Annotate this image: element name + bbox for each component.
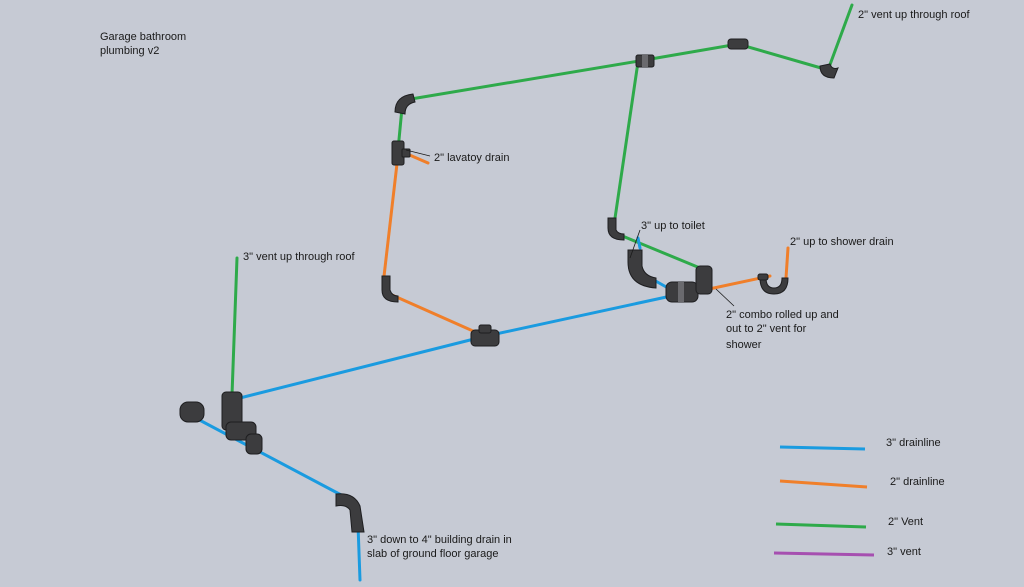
drain-pipe-main-upper	[230, 291, 687, 402]
label-combo-line-1: 2" combo rolled up and	[726, 309, 839, 321]
label-combo-line-2: out to 2" vent for	[726, 323, 807, 335]
leader-line	[405, 149, 431, 157]
legend-label-2in-drainline: 2" drainline	[890, 476, 945, 488]
fittings	[179, 38, 839, 533]
drain-2in-pipes	[381, 148, 790, 337]
label-lavatory-drain: 2" lavatoy drain	[434, 152, 509, 164]
coupling-fitting	[727, 38, 749, 50]
coupling-fitting	[179, 401, 205, 423]
closet-bend-fitting	[627, 249, 657, 289]
label-2in-vent-roof: 2" vent up through roof	[858, 9, 970, 21]
wye-fitting	[221, 391, 257, 441]
elbow-fitting	[607, 217, 625, 241]
legend-label-3in-drainline: 3" drainline	[886, 437, 941, 449]
drain-pipe-building-drain	[356, 523, 362, 582]
sanitary-tee-fitting	[391, 140, 411, 166]
drain-pipe-main-lower	[188, 413, 347, 499]
vent-2in-pipes	[230, 3, 854, 397]
label-combo: 2" combo rolled up and out to 2" vent fo…	[726, 309, 842, 351]
label-shower-drain: 2" up to shower drain	[790, 236, 894, 248]
label-building-drain-line-1: 3" down to 4" building drain in	[367, 534, 512, 546]
leader-line	[715, 288, 735, 307]
label-combo-line-3: shower	[726, 339, 762, 351]
legend-swatch-2in-vent	[775, 522, 867, 529]
legend-swatch-2in-drainline	[779, 479, 868, 489]
drain-pipe-lav-down	[381, 153, 400, 287]
legend: 3" drainline 2" drainline 2" Vent 3" ven…	[773, 437, 945, 558]
label-building-drain-line-2: slab of ground floor garage	[367, 548, 498, 560]
vent-pipe-toilet-to-combo	[618, 233, 702, 270]
wye-fitting	[695, 265, 713, 295]
drain-3in-pipes	[188, 236, 687, 582]
drain-pipe-lav-to-main	[390, 293, 484, 337]
legend-swatch-3in-drainline	[779, 445, 866, 451]
elbow-fitting	[335, 493, 365, 533]
legend-label-2in-vent: 2" Vent	[888, 516, 923, 528]
drain-pipe-shower-riser	[784, 246, 790, 280]
legend-item-2in-drainline: 2" drainline	[779, 476, 945, 489]
coupling-fitting	[245, 433, 263, 455]
vent-pipe-roof-3in-label	[230, 256, 239, 397]
tee-fitting	[635, 54, 655, 68]
label-building-drain: 3" down to 4" building drain in slab of …	[367, 534, 515, 560]
vent-pipe-roof-2in	[826, 3, 854, 72]
wye-fitting	[470, 324, 500, 347]
title-line-2: plumbing v2	[100, 45, 159, 57]
vent-pipe-upper-left	[403, 42, 830, 102]
legend-item-3in-vent: 3" vent	[773, 546, 921, 558]
title-line-1: Garage bathroom	[100, 31, 186, 43]
p-trap-fitting	[757, 273, 789, 295]
annotations: 2" vent up through roof 2" lavatoy drain…	[243, 9, 970, 560]
label-3in-vent-roof: 3" vent up through roof	[243, 251, 355, 263]
label-toilet: 3" up to toilet	[641, 220, 705, 232]
legend-item-2in-vent: 2" Vent	[775, 516, 923, 529]
diagram-title: Garage bathroom plumbing v2	[100, 31, 189, 57]
elbow-fitting	[381, 275, 399, 303]
legend-label-3in-vent: 3" vent	[887, 546, 921, 558]
drain-pipe-toilet-stub	[636, 236, 642, 250]
leader-line	[629, 229, 641, 259]
legend-item-3in-drainline: 3" drainline	[779, 437, 941, 451]
elbow-fitting	[394, 93, 416, 115]
vent-pipe-toilet-riser	[612, 60, 640, 227]
combo-fitting	[665, 281, 699, 303]
legend-swatch-3in-vent	[773, 551, 875, 557]
elbow-fitting	[819, 63, 839, 79]
